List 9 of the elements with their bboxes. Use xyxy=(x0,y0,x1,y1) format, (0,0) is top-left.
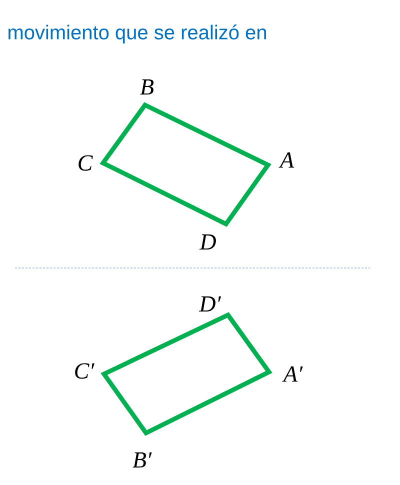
vertex-label: D xyxy=(199,234,216,250)
vertex-label: A xyxy=(278,152,294,168)
vertex-label: B′ xyxy=(132,452,152,468)
vertex-label: B xyxy=(140,79,154,95)
vertex-label: C′ xyxy=(75,363,94,379)
title: movimiento que se realizó en xyxy=(8,24,266,44)
vertex-label: A′ xyxy=(282,366,303,382)
vertex-label: C xyxy=(78,155,93,171)
vertex-label: D′ xyxy=(198,296,222,312)
